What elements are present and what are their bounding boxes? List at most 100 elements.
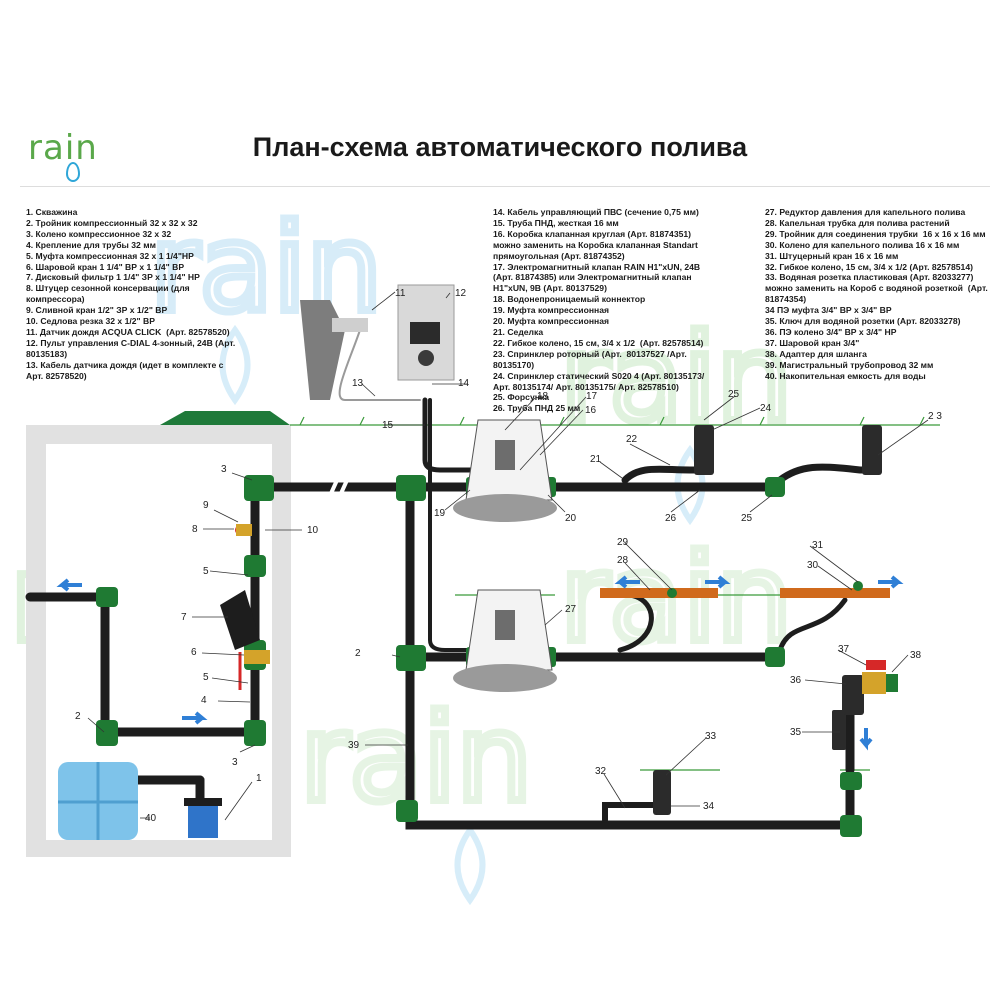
- legend-item: 19. Муфта компрессионная: [493, 305, 609, 316]
- callout-label: 35: [790, 727, 802, 738]
- leader-line: [391, 654, 401, 658]
- callout-label: 4: [201, 695, 207, 706]
- flex-hose: [621, 465, 704, 484]
- legend-item: 35. Ключ для водяной розетки (Арт. 82033…: [765, 316, 961, 327]
- leader-line: [444, 489, 471, 511]
- fitting: [396, 800, 418, 822]
- legend-item: 17. Электромагнитный клапан RAIN H1"xUN,…: [493, 261, 703, 294]
- legend-item: 24. Спринклер статический S020 4 (Арт. 8…: [493, 370, 705, 392]
- legend-column-2: 14. Кабель управляющий ПВС (сечение 0,75…: [493, 207, 718, 414]
- leader-line: [213, 509, 239, 523]
- callout-label: 13: [352, 378, 364, 389]
- legend-item: 3. Колено компрессионное 32 х 32: [26, 228, 172, 239]
- break-mark: [326, 476, 350, 502]
- fitting: [244, 720, 266, 746]
- legend-item: 31. Штуцерный кран 16 х 16 мм: [765, 250, 899, 261]
- ball-valve-icon: [236, 524, 252, 536]
- leader-line: [624, 542, 673, 591]
- legend-item: 32. Гибкое колено, 15 см, 3/4 х 1/2 (Арт…: [765, 261, 973, 272]
- rotor-sprinkler-icon: [862, 425, 882, 475]
- fitting: [244, 555, 266, 577]
- legend-item: 4. Крепление для трубы 32 мм: [26, 239, 156, 250]
- gravel-icon: [453, 664, 557, 692]
- flex-hose: [776, 463, 874, 484]
- callout-label: 18: [537, 391, 549, 402]
- leader-line: [519, 396, 587, 471]
- legend-item: 39. Магистральный трубопровод 32 мм: [765, 359, 934, 370]
- leader-line: [629, 443, 671, 466]
- legend-item: 10. Седлова резка 32 х 1/2" ВР: [26, 316, 155, 327]
- callout-label: 36: [790, 675, 802, 686]
- legend-item: 9. Сливной кран 1/2" ЗР х 1/2" ВР: [26, 305, 168, 316]
- legend-item: 20. Муфта компрессионная: [493, 316, 609, 327]
- sprinklers: [653, 425, 882, 815]
- static-sprinkler-icon: [694, 425, 714, 475]
- legend-column-3: 27. Редуктор давления для капельного пол…: [765, 207, 990, 382]
- fitting: [765, 647, 785, 667]
- leader-lines: [87, 291, 929, 821]
- pipe: [25, 482, 405, 737]
- leader-line: [361, 383, 376, 397]
- leader-line: [809, 545, 859, 583]
- drip-tee-icon: [667, 588, 677, 598]
- valve-boxes: [453, 419, 557, 692]
- callout-label: 2: [355, 648, 361, 659]
- watermark-text: rain: [560, 310, 792, 449]
- callout-label: 33: [705, 731, 717, 742]
- callout-label: 2 3: [928, 411, 942, 422]
- fitting: [396, 475, 426, 501]
- controller-screen: [410, 322, 440, 344]
- leader-line: [665, 737, 707, 776]
- callout-label: 8: [192, 524, 198, 535]
- page-title: План-схема автоматического полива: [252, 132, 748, 162]
- legend-item: 38. Адаптер для шланга: [765, 348, 867, 359]
- drip-valve-icon: [853, 581, 863, 591]
- well-flange: [184, 798, 222, 806]
- legend-item: 11. Датчик дождя ACQUA CLICK (Арт. 82578…: [26, 326, 230, 337]
- callout-label: 5: [203, 566, 209, 577]
- legend-item: 29. Тройник для соединения трубки 16 х 1…: [765, 228, 986, 239]
- legend-item: 22. Гибкое колено, 15 см, 3/4 х 1/2 (Арт…: [493, 337, 704, 348]
- legend-item: 23. Спринклер роторный (Арт. 80137527 /А…: [493, 348, 692, 370]
- leader-line: [539, 409, 584, 456]
- leader-line: [201, 652, 245, 656]
- leader-line: [624, 562, 651, 591]
- flex-hose: [777, 597, 848, 653]
- legend-item: 27. Редуктор давления для капельного пол…: [765, 207, 966, 217]
- callout-label: 34: [703, 801, 715, 812]
- callout-label: 17: [586, 391, 598, 402]
- flex-hose: [617, 592, 654, 653]
- legend-item: 12. Пульт управления C-DIAL 4-зонный, 24…: [26, 337, 238, 359]
- legend-item: 15. Труба ПНД, жесткая 16 мм: [493, 217, 619, 228]
- ball-valve-icon: [862, 672, 886, 694]
- legend-item: 25. Форсунка: [493, 392, 549, 403]
- leader-line: [599, 461, 623, 479]
- valve-key-icon: [842, 675, 864, 715]
- leader-line: [711, 407, 761, 431]
- legend-item: 7. Дисковый фильтр 1 1/4" ЗР х 1 1/4" НР: [26, 272, 200, 283]
- legend-item: 8. Штуцер сезонной консервации (для комп…: [26, 283, 193, 305]
- legend-item: 26. Труба ПНД 25 мм: [493, 403, 581, 414]
- callout-label: 25: [741, 513, 753, 524]
- watermark-drop-icon: [219, 324, 251, 406]
- leader-line: [749, 494, 773, 513]
- callout-label: 12: [455, 288, 467, 299]
- callout-label: 39: [348, 740, 360, 751]
- wall-bracket: [300, 300, 345, 400]
- watermark-drop-icon: [454, 824, 486, 906]
- leader-line: [231, 472, 253, 481]
- callout-label: 6: [191, 647, 197, 658]
- legend-item: 16. Коробка клапанная круглая (Арт. 8187…: [493, 228, 701, 261]
- watermark-text: rain: [560, 530, 792, 669]
- disc-filter-icon: [220, 590, 260, 650]
- rain-sensor-icon: [332, 318, 368, 332]
- well-head-icon: [188, 800, 218, 838]
- ball-valve-handle: [866, 660, 886, 670]
- grass-icon: [290, 416, 940, 426]
- drip-tube: [600, 588, 718, 598]
- legend-item: 28. Капельная трубка для полива растений: [765, 217, 950, 228]
- flex-hose: [602, 777, 663, 823]
- house-lid: [160, 411, 290, 425]
- header-divider: [20, 186, 990, 187]
